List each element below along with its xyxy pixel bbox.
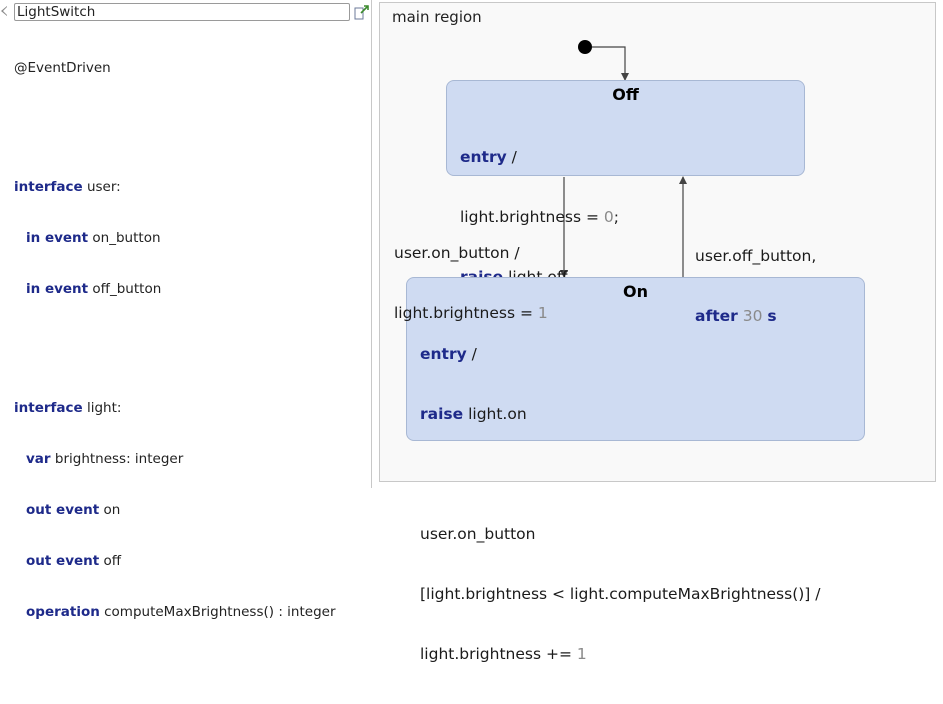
local-trigger-line: user.on_button [420, 525, 536, 543]
definition-code-editor[interactable]: @EventDriven interface user: in event on… [14, 26, 336, 655]
state-off[interactable]: Off entry / light.brightness = 0; raise … [446, 80, 805, 286]
region-canvas[interactable]: main region Off entry / light.brightness… [379, 2, 936, 663]
member-text: brightness: integer [54, 451, 184, 467]
pin-link-icon[interactable] [354, 4, 370, 20]
interface-keyword: interface [14, 179, 83, 195]
on-to-off-label[interactable]: user.off_button, after 30 s [695, 206, 816, 366]
after-keyword: after [695, 307, 738, 325]
statechart-name-field[interactable] [14, 3, 350, 21]
transition-trigger: user.off_button, [695, 247, 817, 265]
member-line: out event on [14, 502, 336, 519]
raise-line: raise light.on [420, 404, 821, 424]
member-line: in event off_button [14, 281, 336, 298]
member-keyword: operation [26, 604, 100, 620]
entry-slash: / [506, 148, 517, 166]
entry-line: entry / [420, 344, 821, 364]
entry-line: entry / [460, 147, 619, 167]
interface-user-header: interface user: [14, 179, 336, 196]
after-value: 30 [742, 307, 763, 325]
raise-text: light.on [463, 405, 527, 423]
member-line: in event on_button [14, 230, 336, 247]
blank-line [420, 464, 821, 484]
member-keyword: out event [26, 502, 100, 518]
entry-keyword: entry [420, 345, 467, 363]
member-text: on_button [92, 230, 161, 246]
member-text: off [103, 553, 122, 569]
blank-line [14, 111, 336, 128]
local-effect-text: light.brightness += [420, 645, 577, 663]
local-effect-line: light.brightness += 1 [420, 644, 821, 664]
transition-timer: after 30 s [695, 306, 816, 326]
annotation-line: @EventDriven [14, 60, 111, 76]
effect-value: 1 [537, 304, 548, 322]
member-keyword: in event [26, 281, 89, 297]
local-guard-line: [light.brightness < light.computeMaxBrig… [420, 585, 821, 603]
blank-line [14, 332, 336, 349]
collapse-arrow-icon[interactable] [1, 6, 7, 16]
assign-value: 0 [603, 208, 614, 226]
transition-trigger: user.on_button / [394, 244, 520, 262]
member-line: var brightness: integer [14, 451, 336, 468]
transition-effect: light.brightness = 1 [394, 303, 548, 323]
member-text: off_button [92, 281, 162, 297]
effect-text: light.brightness = [394, 304, 538, 322]
local-effect-value: 1 [576, 645, 587, 663]
state-name: On [623, 282, 648, 301]
member-line: out event off [14, 553, 336, 570]
member-keyword: out event [26, 553, 100, 569]
interface-name: user: [86, 179, 121, 195]
initial-state-dot[interactable] [578, 40, 592, 54]
raise-keyword: raise [420, 405, 464, 423]
state-name: Off [612, 85, 639, 104]
panel-divider[interactable] [371, 0, 372, 488]
initial-transition-edge[interactable] [592, 46, 629, 81]
interface-light-header: interface light: [14, 400, 336, 417]
off-to-on-label[interactable]: user.on_button / light.brightness = 1 [394, 203, 548, 363]
assign-end: ; [613, 208, 619, 226]
region-title: main region [392, 8, 482, 26]
entry-slash: / [466, 345, 477, 363]
member-line: operation computeMaxBrightness() : integ… [14, 604, 336, 621]
member-text: on [103, 502, 121, 518]
definition-section-panel: @EventDriven interface user: in event on… [0, 0, 371, 620]
member-text: computeMaxBrightness() : integer [104, 604, 336, 620]
member-keyword: in event [26, 230, 89, 246]
transition-layer [560, 40, 687, 278]
assign-line: light.brightness = 0; [460, 207, 619, 227]
interface-name: light: [86, 400, 122, 416]
interface-keyword: interface [14, 400, 83, 416]
member-keyword: var [26, 451, 51, 467]
entry-keyword: entry [460, 148, 507, 166]
time-unit-keyword: s [767, 307, 777, 325]
assign-text: light.brightness = [460, 208, 604, 226]
